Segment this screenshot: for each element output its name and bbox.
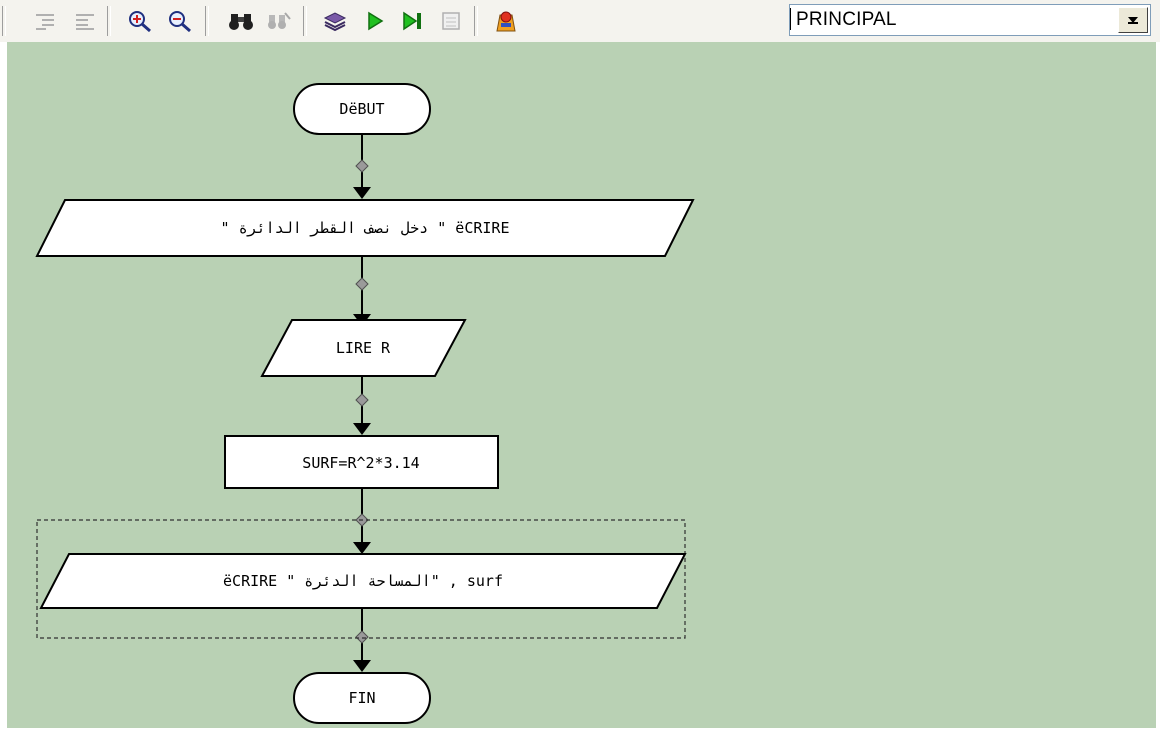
toolbar-separator <box>107 6 111 36</box>
replace-button[interactable] <box>264 6 294 36</box>
arrowhead <box>353 423 371 435</box>
zoom-out-button[interactable] <box>165 6 195 36</box>
write-node[interactable]: " دخل نصف القطر الدائرة " ëCRIRE <box>35 199 695 257</box>
flowchart: DëBUT " دخل نصف القطر الدائرة " ëCRIRE L… <box>35 83 695 724</box>
procedure-select[interactable]: PRINCIPAL <box>789 4 1151 36</box>
window-edge <box>1156 42 1160 731</box>
connection-point[interactable] <box>355 277 369 291</box>
play-icon <box>368 11 384 31</box>
end-node[interactable]: FIN <box>293 672 431 724</box>
toolbar: PRINCIPAL <box>0 0 1160 42</box>
toolbar-separator <box>474 6 478 36</box>
connection-point[interactable] <box>355 159 369 173</box>
binoculars-replace-icon <box>268 12 291 29</box>
indent-right-button[interactable] <box>70 6 100 36</box>
step-icon <box>403 11 421 31</box>
zoom-out-icon <box>169 11 191 33</box>
assign-node[interactable]: SURF=R^2*3.14 <box>224 435 499 489</box>
toolbar-separator <box>2 6 6 36</box>
stack-icon <box>323 12 347 32</box>
start-node[interactable]: DëBUT <box>293 83 431 135</box>
find-button[interactable] <box>226 6 256 36</box>
arrowhead <box>353 187 371 199</box>
helper-icon <box>496 11 516 32</box>
toolbar-separator <box>205 6 209 36</box>
binoculars-icon <box>229 14 253 30</box>
step-button[interactable] <box>398 6 428 36</box>
output-window-button[interactable] <box>436 6 466 36</box>
outdent-icon <box>76 14 94 30</box>
zoom-in-button[interactable] <box>125 6 155 36</box>
connection-point[interactable] <box>355 630 369 644</box>
indent-icon <box>36 14 54 30</box>
selection-box <box>36 519 686 639</box>
text-cursor <box>790 8 791 30</box>
procedure-select-value: PRINCIPAL <box>796 9 897 30</box>
indent-left-button[interactable] <box>30 6 60 36</box>
toolbar-separator <box>303 6 307 36</box>
window-icon <box>442 12 460 30</box>
arrowhead <box>353 660 371 672</box>
connection-point[interactable] <box>355 393 369 407</box>
end-node-text: FIN <box>348 689 375 707</box>
compile-button[interactable] <box>320 6 350 36</box>
write-surf-node-text: ëCRIRE " المساحة الدئرة" , surf <box>223 572 503 590</box>
write-surf-node[interactable]: ëCRIRE " المساحة الدئرة" , surf <box>39 553 687 609</box>
zoom-in-icon <box>129 11 151 33</box>
help-button[interactable] <box>491 6 521 36</box>
flowchart-canvas[interactable]: DëBUT " دخل نصف القطر الدائرة " ëCRIRE L… <box>7 42 1156 728</box>
arrowhead <box>353 542 371 554</box>
run-button[interactable] <box>360 6 390 36</box>
write-node-text: " دخل نصف القطر الدائرة " ëCRIRE <box>221 219 510 237</box>
chevron-down-icon <box>1128 17 1138 24</box>
read-node-text: LIRE R <box>336 339 391 357</box>
read-node[interactable]: LIRE R <box>260 319 467 377</box>
start-node-text: DëBUT <box>339 100 384 118</box>
assign-node-text: SURF=R^2*3.14 <box>302 454 419 472</box>
dropdown-button[interactable] <box>1118 7 1148 33</box>
